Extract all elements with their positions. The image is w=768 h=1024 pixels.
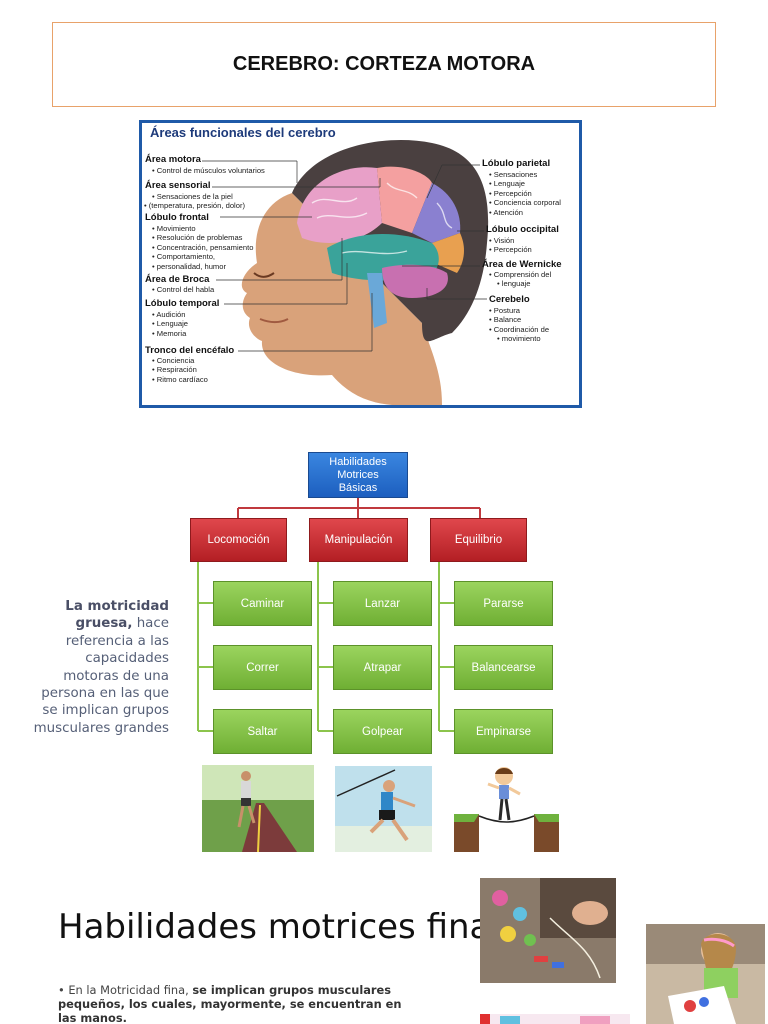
node-locomocion: Locomoción (190, 518, 287, 562)
label-tronco-encefalo: Tronco del encéfalo (145, 345, 235, 356)
list-item: Comprensión del (489, 270, 551, 279)
chart-connectors (197, 498, 481, 732)
list-item: movimiento (497, 334, 549, 343)
motricidad-gruesa-definition: hace referencia a las capacidades motora… (33, 616, 169, 736)
label-lobulo-temporal: Lóbulo temporal (145, 298, 220, 309)
list-area-wernicke: Comprensión del lenguaje (489, 270, 551, 289)
list-item: Balance (489, 315, 549, 324)
list-item: personalidad, humor (152, 262, 253, 271)
list-item: lenguaje (497, 279, 551, 288)
node-atrapar: Atrapar (333, 645, 432, 690)
javelin-thrower-illustration (335, 766, 432, 852)
node-correr: Correr (213, 645, 312, 690)
page-title: CEREBRO: CORTEZA MOTORA (232, 53, 536, 75)
node-golpear: Golpear (333, 709, 432, 754)
list-tronco-encefalo: Conciencia Respiración Ritmo cardíaco (152, 356, 208, 384)
motricidad-gruesa-term: La motricidad gruesa, (65, 599, 169, 632)
label-area-wernicke: Área de Wernicke (482, 259, 562, 270)
list-item: Postura (489, 306, 549, 315)
list-item: Movimiento (152, 224, 253, 233)
list-item: Sensaciones (489, 170, 561, 179)
list-item: Memoria (152, 329, 188, 338)
node-pararse: Pararse (454, 581, 553, 626)
node-line: Habilidades (329, 455, 387, 468)
list-item: Resolución de problemas (152, 233, 253, 242)
list-item: Audición (152, 310, 188, 319)
list-lobulo-frontal: Movimiento Resolución de problemas Conce… (152, 224, 254, 271)
figure-title: Áreas funcionales del cerebro (150, 125, 336, 140)
list-item: Coordinación de (489, 325, 549, 334)
colorful-activity-photo (480, 1014, 630, 1024)
list-item: Atención (489, 208, 561, 217)
label-lobulo-frontal: Lóbulo frontal (145, 212, 209, 223)
bullet-icon: • (58, 983, 69, 997)
node-line: Básicas (338, 481, 378, 494)
list-item: Conciencia (152, 356, 208, 365)
list-item: Respiración (152, 365, 208, 374)
list-cerebelo: Postura Balance Coordinación de movimien… (489, 306, 549, 344)
motor-skills-chart: Habilidades Motrices Básicas Locomoción … (190, 452, 570, 757)
node-manipulacion: Manipulación (309, 518, 408, 562)
label-area-broca: Área de Broca (145, 274, 210, 285)
list-area-sensorial: Sensaciones de la piel (temperatura, pre… (149, 192, 245, 211)
list-item: Percepción (489, 189, 561, 198)
label-area-sensorial: Área sensorial (145, 180, 211, 191)
list-area-motora: Control de músculos voluntarios (152, 166, 265, 175)
title-box: CEREBRO: CORTEZA MOTORA (52, 22, 716, 107)
list-area-broca: Control del habla (152, 285, 214, 294)
fine-motor-heading: Habilidades motrices finas (58, 907, 480, 947)
node-habilidades-motrices-basicas: Habilidades Motrices Básicas (308, 452, 408, 498)
list-item: Percepción (489, 245, 532, 254)
runner-photo (202, 765, 314, 852)
list-item: Concentración, pensamiento (152, 243, 254, 252)
list-item: Sensaciones de la piel (152, 192, 245, 201)
node-caminar: Caminar (213, 581, 312, 626)
girl-drawing-photo (646, 924, 765, 1024)
node-balancearse: Balancearse (454, 645, 553, 690)
list-item: Control de músculos voluntarios (152, 166, 265, 175)
brain-areas-figure: Áreas funcionales del cerebro Área motor… (139, 120, 582, 408)
label-cerebelo: Cerebelo (489, 294, 530, 305)
list-item: Lenguaje (152, 319, 188, 328)
list-item: Comportamiento, (152, 252, 253, 261)
motricidad-gruesa-text: La motricidad gruesa, hace referencia a … (28, 598, 169, 737)
fine-motor-bullet: • En la Motricidad fina, se implican gru… (58, 983, 418, 1024)
node-lanzar: Lanzar (333, 581, 432, 626)
node-empinarse: Empinarse (454, 709, 553, 754)
brain-head-illustration (202, 140, 489, 405)
label-lobulo-occipital: Lóbulo occipital (486, 224, 559, 235)
node-equilibrio: Equilibrio (430, 518, 527, 562)
list-item: Visión (489, 236, 532, 245)
list-lobulo-temporal: Audición Lenguaje Memoria (152, 310, 188, 338)
kids-crafts-photo (480, 878, 616, 983)
list-item: Lenguaje (489, 179, 561, 188)
list-item: Control del habla (152, 285, 214, 294)
list-item: (temperatura, presión, dolor) (144, 201, 245, 210)
label-area-motora: Área motora (145, 154, 201, 165)
node-saltar: Saltar (213, 709, 312, 754)
fine-motor-intro: En la Motricidad fina, (68, 983, 193, 997)
balance-kid-illustration (454, 764, 559, 852)
list-lobulo-parietal: Sensaciones Lenguaje Percepción Concienc… (489, 170, 561, 217)
node-line: Motrices (337, 468, 379, 481)
list-item: Ritmo cardíaco (152, 375, 208, 384)
list-lobulo-occipital: Visión Percepción (489, 236, 532, 255)
label-lobulo-parietal: Lóbulo parietal (482, 158, 551, 169)
fine-motor-definition: se implican grupos musculares pequeños, … (58, 983, 402, 1024)
list-item: Conciencia corporal (489, 198, 561, 207)
